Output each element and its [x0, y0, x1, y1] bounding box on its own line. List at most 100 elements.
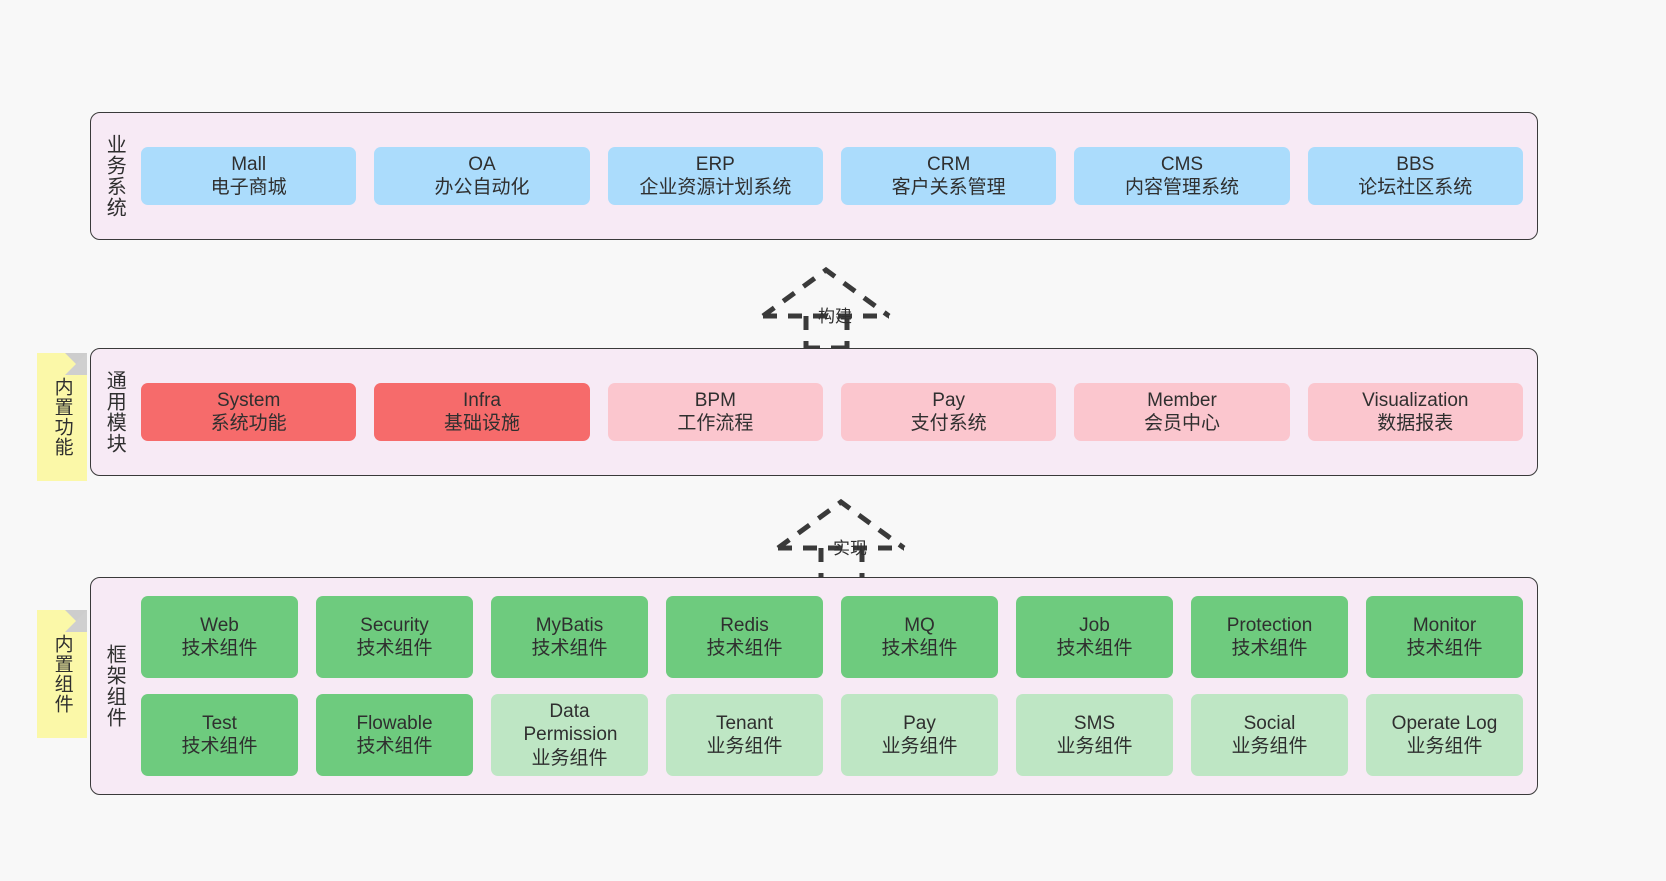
card-subtitle: 业务组件	[1056, 736, 1133, 757]
card-member[interactable]: Member 会员中心	[1074, 382, 1290, 442]
card-subtitle: 业务组件	[706, 736, 783, 757]
card-subtitle: 会员中心	[1143, 413, 1220, 434]
card-redis[interactable]: Redis 技术组件	[666, 596, 823, 678]
card-operate-log[interactable]: Operate Log 业务组件	[1366, 694, 1523, 776]
layer-title-framework-components: 框架组件	[103, 644, 126, 728]
card-title: Infra	[462, 389, 501, 411]
card-title: CRM	[927, 153, 971, 175]
card-subtitle: 论坛社区系统	[1358, 177, 1473, 198]
card-subtitle: 业务组件	[881, 736, 958, 757]
card-pay[interactable]: Pay 支付系统	[840, 382, 1057, 442]
card-mybatis[interactable]: MyBatis 技术组件	[491, 596, 648, 678]
card-subtitle: 技术组件	[1056, 638, 1133, 659]
card-subtitle: 技术组件	[1406, 638, 1483, 659]
card-subtitle: 技术组件	[881, 638, 958, 659]
card-title: Social	[1243, 712, 1296, 734]
card-subtitle: 企业资源计划系统	[639, 177, 792, 198]
card-title: Protection	[1226, 614, 1313, 636]
card-subtitle: 业务组件	[1231, 736, 1308, 757]
card-subtitle: 业务组件	[531, 747, 608, 769]
card-social[interactable]: Social 业务组件	[1191, 694, 1348, 776]
note-builtin-features: 内置功能	[37, 353, 87, 481]
card-title: Web	[200, 614, 239, 636]
card-erp[interactable]: ERP 企业资源计划系统	[607, 146, 823, 206]
card-security[interactable]: Security 技术组件	[316, 596, 473, 678]
card-tenant[interactable]: Tenant 业务组件	[666, 694, 823, 776]
card-subtitle: 业务组件	[1406, 736, 1483, 757]
card-title: Flowable	[356, 712, 433, 734]
card-subtitle: 系统功能	[210, 413, 287, 434]
card-cms[interactable]: CMS 内容管理系统	[1074, 146, 1290, 206]
card-title: Visualization	[1362, 389, 1469, 411]
card-title: Operate Log	[1391, 712, 1498, 734]
layer-body-framework-components: Web 技术组件 Security 技术组件 MyBatis 技术组件 Redi…	[137, 578, 1537, 794]
card-protection[interactable]: Protection 技术组件	[1191, 596, 1348, 678]
card-title: System	[216, 389, 281, 411]
card-title: Job	[1079, 614, 1110, 636]
card-web[interactable]: Web 技术组件	[141, 596, 298, 678]
card-monitor[interactable]: Monitor 技术组件	[1366, 596, 1523, 678]
card-title: Security	[360, 614, 429, 636]
card-oa[interactable]: OA 办公自动化	[374, 146, 590, 206]
card-subtitle: 工作流程	[677, 413, 754, 434]
page-fold-icon	[65, 353, 87, 375]
connector-label-build: 构建	[818, 307, 852, 326]
card-title: Pay	[903, 712, 936, 734]
card-mq[interactable]: MQ 技术组件	[841, 596, 998, 678]
card-subtitle: 技术组件	[706, 638, 783, 659]
card-infra[interactable]: Infra 基础设施	[374, 382, 590, 442]
card-title: Pay	[932, 389, 966, 411]
card-subtitle: 技术组件	[356, 736, 433, 757]
card-test[interactable]: Test 技术组件	[141, 694, 298, 776]
card-crm[interactable]: CRM 客户关系管理	[840, 146, 1057, 206]
note-label: 内置组件	[51, 634, 73, 714]
layer-body-business-systems: Mall 电子商城 OA 办公自动化 ERP 企业资源计划系统 CRM 客户关系…	[137, 113, 1537, 239]
card-title: Test	[202, 712, 237, 734]
card-title: SMS	[1073, 712, 1116, 734]
note-builtin-components: 内置组件	[37, 610, 87, 738]
generalization-triangle-build	[761, 266, 891, 319]
card-sms[interactable]: SMS 业务组件	[1016, 694, 1173, 776]
card-row: Mall 电子商城 OA 办公自动化 ERP 企业资源计划系统 CRM 客户关系…	[141, 146, 1523, 206]
card-pay-component[interactable]: Pay 业务组件	[841, 694, 998, 776]
card-bpm[interactable]: BPM 工作流程	[607, 382, 823, 442]
card-row: Web 技术组件 Security 技术组件 MyBatis 技术组件 Redi…	[141, 596, 1523, 678]
card-subtitle: 技术组件	[181, 638, 258, 659]
card-title: Tenant	[715, 712, 774, 734]
card-subtitle: 办公自动化	[434, 177, 530, 198]
card-system[interactable]: System 系统功能	[141, 382, 357, 442]
card-subtitle: 基础设施	[443, 413, 520, 434]
card-title: BPM	[694, 389, 736, 411]
card-title: CMS	[1160, 153, 1204, 175]
card-title: BBS	[1396, 153, 1435, 175]
card-subtitle: 数据报表	[1377, 413, 1454, 434]
card-title: MQ	[904, 614, 935, 636]
card-title: Redis	[720, 614, 769, 636]
connector-label-implement: 实现	[833, 539, 867, 558]
layer-title-business-systems: 业务系统	[103, 134, 126, 218]
card-subtitle: 技术组件	[531, 638, 608, 659]
card-flowable[interactable]: Flowable 技术组件	[316, 694, 473, 776]
card-title: ERP	[695, 153, 735, 175]
card-title: Member	[1147, 389, 1217, 411]
card-subtitle: 客户关系管理	[891, 177, 1006, 198]
card-title: Mall	[231, 153, 267, 175]
page-fold-icon	[65, 610, 87, 632]
card-job[interactable]: Job 技术组件	[1016, 596, 1173, 678]
card-subtitle: 技术组件	[181, 736, 258, 757]
card-data-permission[interactable]: Data Permission 业务组件	[491, 694, 648, 776]
connector-implement: 实现	[765, 490, 955, 583]
card-title: MyBatis	[535, 614, 604, 636]
card-bbs[interactable]: BBS 论坛社区系统	[1307, 146, 1523, 206]
card-row: Test 技术组件 Flowable 技术组件 Data Permission …	[141, 694, 1523, 776]
card-row: System 系统功能 Infra 基础设施 BPM 工作流程 Pay 支付系统…	[141, 382, 1523, 442]
card-subtitle: 内容管理系统	[1124, 177, 1239, 198]
card-subtitle: 支付系统	[910, 413, 987, 434]
card-subtitle: 技术组件	[1231, 638, 1308, 659]
card-mall[interactable]: Mall 电子商城	[141, 146, 357, 206]
connector-build: 构建	[750, 258, 940, 351]
card-visualization[interactable]: Visualization 数据报表	[1307, 382, 1523, 442]
layer-common-modules: 通用模块 System 系统功能 Infra 基础设施 BPM 工作流程 Pay…	[90, 348, 1538, 476]
card-subtitle: 技术组件	[356, 638, 433, 659]
